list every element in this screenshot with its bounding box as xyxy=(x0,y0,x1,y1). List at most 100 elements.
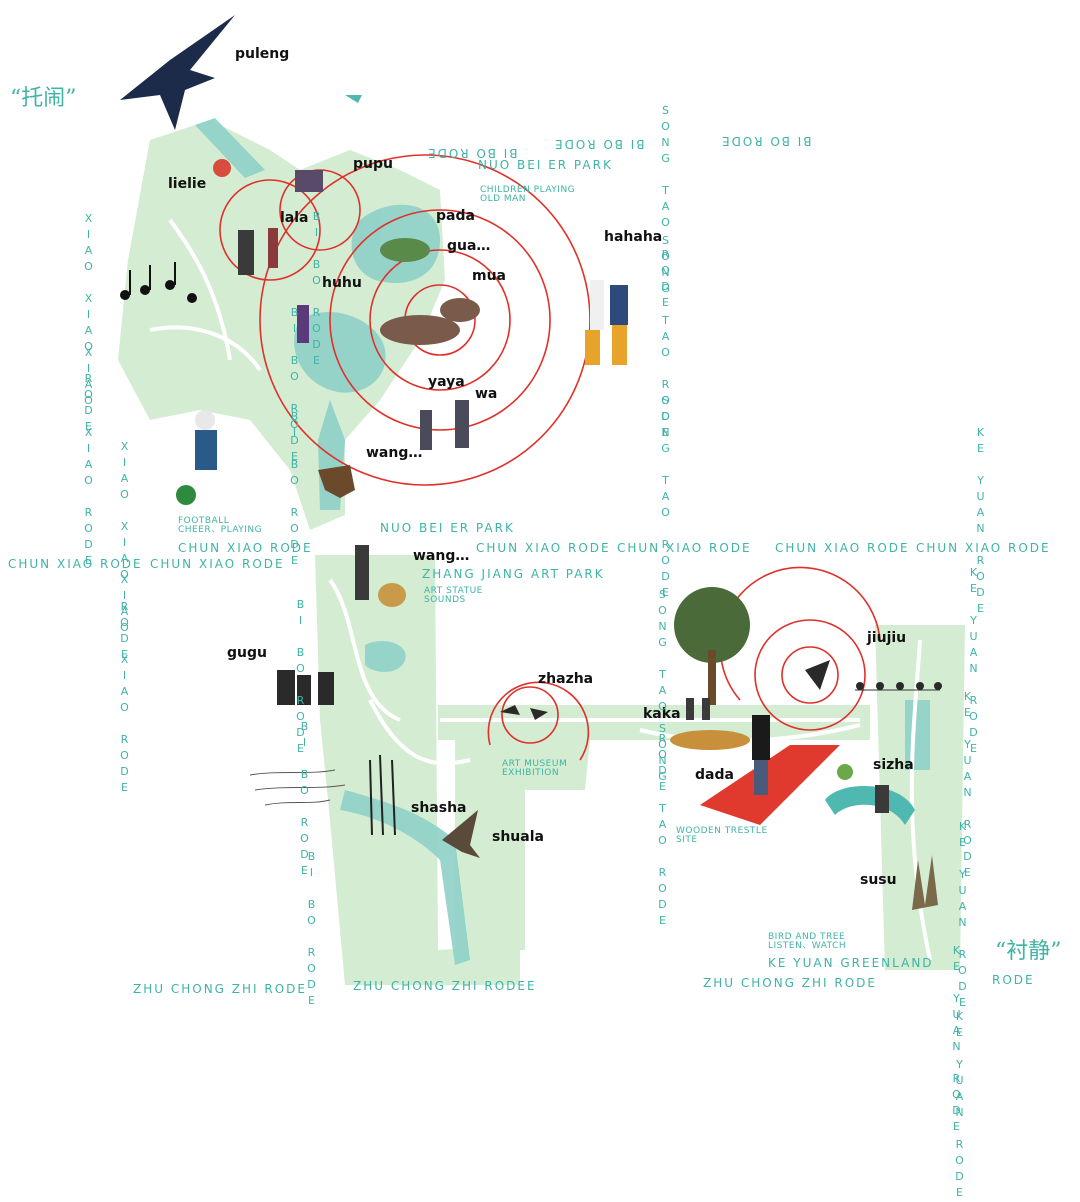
road-label: BI BO RODE xyxy=(426,146,518,160)
sound-label: pupu xyxy=(353,156,393,172)
road-label-vertical: KE YUAN RODE xyxy=(950,944,963,1136)
ring-medium xyxy=(329,209,551,431)
crows-icon xyxy=(500,705,548,720)
dog-icon xyxy=(318,465,355,498)
east-park-area xyxy=(875,625,965,970)
road-label-vertical: XIAO XIAO RODE xyxy=(118,440,131,664)
tree-icon xyxy=(670,587,750,750)
road-label-vertical: SONG TAO RODE xyxy=(659,104,672,312)
road-label: ZHANG JIANG ART PARK xyxy=(422,567,605,581)
road-label: BI BO RODE xyxy=(553,137,645,151)
road-label: KE YUAN GREENLAND xyxy=(768,956,934,970)
road-label-vertical: XIAO XIAO RODE xyxy=(82,212,95,436)
red-carpet xyxy=(700,745,840,825)
road-label: ZHU CHONG ZHI RODE xyxy=(133,982,307,996)
woman-with-dog-icon xyxy=(355,545,406,607)
triangle-marker-icon xyxy=(345,95,362,103)
sound-label: gua… xyxy=(447,238,491,254)
road-label-vertical: KE YUAN RODE xyxy=(974,426,987,618)
runner-icon xyxy=(297,305,309,343)
sound-label: mua xyxy=(472,268,507,284)
child-football-icon xyxy=(195,410,217,470)
sound-rings xyxy=(219,154,881,761)
old-man-child-icon xyxy=(420,400,469,450)
road-label: ZHU CHONG ZHI RODE xyxy=(703,976,877,990)
road-label-vertical: BI BO RODE xyxy=(305,850,318,1010)
eagle-icon xyxy=(442,810,480,858)
sound-label: sizha xyxy=(873,757,914,773)
park-soundscape-map xyxy=(118,15,965,985)
road-label-vertical: XIAO XIAO RODE xyxy=(82,346,95,570)
stream-south xyxy=(340,790,470,965)
sound-label: wang… xyxy=(366,445,423,461)
heading-lively: “托闹” xyxy=(10,86,77,111)
road-label-vertical: SONG TAO RODE xyxy=(656,722,669,930)
ring-zhazha-inner xyxy=(501,686,559,744)
people-group-icon xyxy=(380,298,480,345)
reeds-icon xyxy=(912,855,938,910)
road-label-vertical: BI BO RODE xyxy=(298,720,311,880)
woman-walking-icon xyxy=(752,715,770,795)
road-label: CHUN XIAO RODE xyxy=(916,541,1051,555)
road-label: NUO BEI ER PARK xyxy=(380,521,515,535)
swallow-icon xyxy=(120,15,235,130)
sound-label: shasha xyxy=(411,800,467,816)
couple-walking-icon xyxy=(585,280,628,365)
road-label-vertical: SONG TAO RODE xyxy=(659,394,672,602)
ring-jiujiu-mid xyxy=(754,619,866,731)
road-label-vertical: BI BO RODE xyxy=(294,598,307,758)
figures xyxy=(120,15,942,910)
sound-label: shuala xyxy=(492,829,544,845)
ring-jiujiu-inner xyxy=(781,646,839,704)
road-label: NUO BEI ER PARK xyxy=(478,158,613,172)
ball-icon xyxy=(213,159,231,177)
road-label-vertical: XIAO XIAO RODE xyxy=(118,573,131,797)
road-label-vertical: BI BO RODE xyxy=(310,210,323,370)
sound-label: gugu xyxy=(227,645,267,661)
bamboo-icon xyxy=(369,754,396,836)
sound-label: jiujiu xyxy=(867,630,907,646)
road-label-vertical: BI BO RODE xyxy=(288,306,301,466)
road-label: CHUN XIAO RODE xyxy=(775,541,910,555)
road-label-vertical: SONG TAO RODE xyxy=(656,588,669,796)
sound-label: yaya xyxy=(428,374,465,390)
football-icon xyxy=(176,485,196,505)
music-notes-icon xyxy=(120,262,197,303)
pool-top xyxy=(195,118,265,178)
curved-bench-icon xyxy=(825,785,915,825)
sound-label: lala xyxy=(280,210,309,226)
birds-on-wire-icon xyxy=(805,660,942,691)
road-label: CHUN XIAO RODE xyxy=(476,541,611,555)
sound-label: zhazha xyxy=(538,671,594,687)
road-label-vertical: KE YUAN RODE xyxy=(953,1010,966,1202)
sound-label: puleng xyxy=(235,46,290,62)
sound-label: huhu xyxy=(322,275,362,291)
road-label-vertical: SONG TAO RODE xyxy=(659,234,672,442)
sound-label: susu xyxy=(860,872,897,888)
sound-label: kaka xyxy=(643,706,681,722)
road-label: RODE xyxy=(992,973,1035,987)
road-label-vertical: KE YUAN RODE xyxy=(967,566,980,758)
lake-north xyxy=(294,311,386,393)
road-label: CHUN XIAO RODE xyxy=(178,541,313,555)
sound-label: dada xyxy=(695,767,734,783)
sound-label: pada xyxy=(436,208,475,224)
sound-label: wa xyxy=(475,386,498,402)
road-label: ZHU CHONG ZHI RODEE xyxy=(353,979,537,993)
road-label-vertical: KE YUAN RODE xyxy=(961,690,974,882)
stone-statues-icon xyxy=(277,670,334,705)
south-strip xyxy=(455,740,525,950)
ring-inner xyxy=(369,249,511,391)
road-label: CHUN XIAO RODE xyxy=(617,541,752,555)
heading-quiet: “衬静” xyxy=(995,939,1062,964)
road-label: BI BO RODE xyxy=(720,134,812,148)
road-label-vertical: KE YUAN RODE xyxy=(956,820,969,1012)
road-label: CHUN XIAO RODE xyxy=(8,557,143,571)
wind-icon xyxy=(249,769,346,806)
